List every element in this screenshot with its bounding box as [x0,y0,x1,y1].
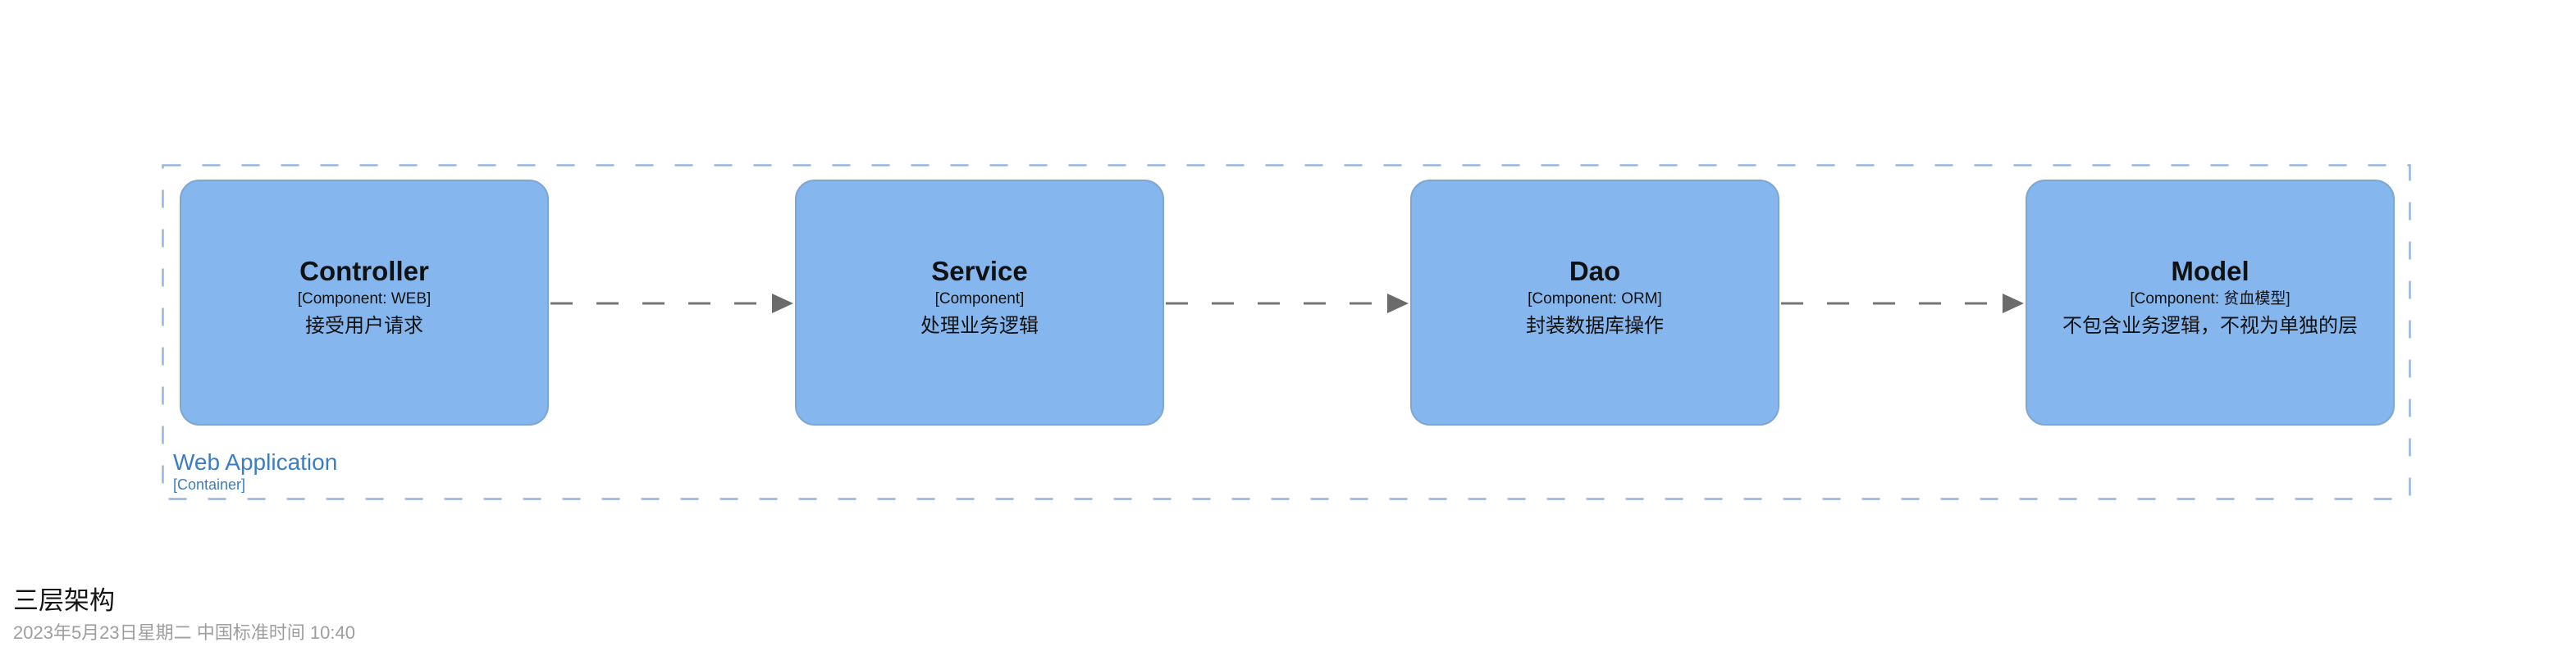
component-service: Service [Component] 处理业务逻辑 [795,180,1164,426]
diagram-timestamp: 2023年5月23日星期二 中国标准时间 10:40 [13,622,355,643]
component-meta: [Component: WEB] [297,289,432,307]
component-meta: [Component] [934,289,1025,307]
container-web-application: Controller [Component: WEB] 接受用户请求 Servi… [162,164,2411,500]
component-description: 不包含业务逻辑，不视为单独的层 [2062,314,2358,337]
component-description: 接受用户请求 [305,314,423,337]
component-content: Controller [Component: WEB] 接受用户请求 [298,255,432,339]
diagram-footer: 三层架构 2023年5月23日星期二 中国标准时间 10:40 [13,584,355,645]
component-name: Controller [299,255,429,286]
component-content: Dao [Component: ORM] 封装数据库操作 [1526,255,1664,339]
component-dao: Dao [Component: ORM] 封装数据库操作 [1410,180,1779,426]
arrowhead-icon [2003,294,2024,313]
container-dashed-border [162,164,2411,500]
component-content: Service [Component] 处理业务逻辑 [920,255,1039,339]
component-name: Dao [1569,255,1621,286]
container-label: Web Application [173,449,338,475]
relationship-arrow-dao-model [1781,294,2024,313]
container-boundary-rect [162,164,2411,500]
relationship-arrow-service-dao [1166,294,1409,313]
component-content: Model [Component: 贫血模型] 不包含业务逻辑，不视为单独的层 [2062,255,2358,339]
component-controller: Controller [Component: WEB] 接受用户请求 [180,180,549,426]
component-model: Model [Component: 贫血模型] 不包含业务逻辑，不视为单独的层 [2026,180,2395,426]
component-description: 封装数据库操作 [1526,314,1664,337]
component-name: Model [2171,255,2249,286]
container-label-block: Web Application [Container] [173,449,337,494]
component-meta: [Component: 贫血模型] [2130,289,2291,307]
component-meta: [Component: ORM] [1528,289,1662,307]
container-type-label: [Container] [173,476,246,493]
arrowhead-icon [1387,294,1409,313]
arrowhead-icon [772,294,793,313]
component-name: Service [931,255,1028,286]
relationship-arrow-controller-service [550,294,793,313]
diagram-title: 三层架构 [13,586,115,615]
component-description: 处理业务逻辑 [920,314,1039,337]
